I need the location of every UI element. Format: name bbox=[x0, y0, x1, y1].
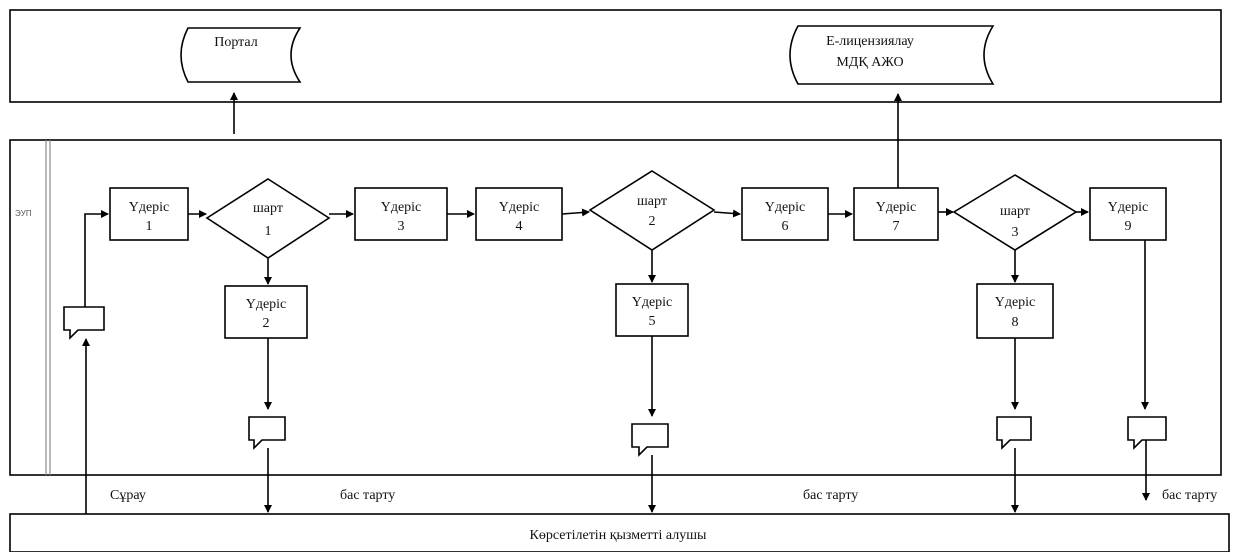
refusal-label-1: бас тарту bbox=[340, 488, 395, 503]
result-document-shape-2 bbox=[631, 423, 669, 457]
svg-text:5: 5 bbox=[649, 314, 656, 329]
svg-text:Үдеріс: Үдеріс bbox=[499, 200, 540, 215]
state-body-lane bbox=[9, 139, 1222, 476]
process-6: Үдеріс 6 bbox=[741, 187, 829, 241]
elicense-system bbox=[789, 25, 995, 85]
refusal-label-3: бас тарту bbox=[1162, 488, 1217, 503]
recipient-lane-label: Көрсетілетін қызметті алушы bbox=[530, 528, 707, 543]
process-2: Үдеріс 2 bbox=[224, 285, 308, 339]
svg-text:Үдеріс: Үдеріс bbox=[246, 297, 287, 312]
request-label: Сұрау bbox=[110, 488, 146, 503]
svg-text:1: 1 bbox=[146, 219, 153, 234]
result-document-shape-1 bbox=[248, 416, 286, 450]
svg-text:7: 7 bbox=[893, 219, 900, 234]
svg-text:3: 3 bbox=[398, 219, 405, 234]
svg-text:3: 3 bbox=[1012, 225, 1019, 240]
svg-text:Үдеріс: Үдеріс bbox=[129, 200, 170, 215]
svg-text:Үдеріс: Үдеріс bbox=[1108, 200, 1149, 215]
svg-text:9: 9 bbox=[1125, 219, 1132, 234]
svg-text:1: 1 bbox=[265, 224, 272, 239]
elicense-label-line1: Е-лицензиялау bbox=[826, 34, 914, 49]
arrow-p4-c2 bbox=[561, 208, 590, 217]
state-body-lane-label: ЭУП bbox=[15, 209, 32, 218]
svg-text:2: 2 bbox=[649, 214, 656, 229]
portal-system bbox=[180, 27, 302, 83]
process-7: Үдеріс 7 bbox=[853, 187, 939, 241]
svg-text:шарт: шарт bbox=[1000, 204, 1030, 219]
request-document-shape bbox=[63, 306, 105, 340]
svg-text:Үдеріс: Үдеріс bbox=[876, 200, 917, 215]
arrow-start-to-process-1 bbox=[84, 210, 109, 320]
arrow-c2-p6 bbox=[713, 209, 741, 218]
svg-text:шарт: шарт bbox=[253, 201, 283, 216]
svg-text:8: 8 bbox=[1012, 315, 1019, 330]
result-document-shape-3 bbox=[996, 416, 1032, 450]
process-8: Үдеріс 8 bbox=[976, 283, 1054, 339]
svg-text:6: 6 bbox=[782, 219, 789, 234]
process-4: Үдеріс 4 bbox=[475, 187, 563, 241]
result-document-shape-4 bbox=[1127, 416, 1167, 450]
svg-text:Үдеріс: Үдеріс bbox=[632, 295, 673, 310]
svg-text:4: 4 bbox=[516, 219, 523, 234]
process-1: Үдеріс 1 bbox=[109, 187, 189, 241]
condition-2: шарт 2 bbox=[588, 170, 716, 251]
process-9: Үдеріс 9 bbox=[1089, 187, 1167, 241]
process-5: Үдеріс 5 bbox=[615, 283, 689, 337]
condition-3: шарт 3 bbox=[952, 174, 1078, 251]
process-3: Үдеріс 3 bbox=[354, 187, 448, 241]
condition-1: шарт 1 bbox=[205, 178, 331, 259]
svg-text:шарт: шарт bbox=[637, 194, 667, 209]
refusal-label-2: бас тарту bbox=[803, 488, 858, 503]
elicense-label-line2: МДҚ АЖО bbox=[836, 55, 903, 70]
svg-text:2: 2 bbox=[263, 316, 270, 331]
portal-label: Портал bbox=[214, 35, 258, 50]
svg-text:Үдеріс: Үдеріс bbox=[995, 295, 1036, 310]
recipient-lane bbox=[9, 513, 1230, 552]
information-systems-frame bbox=[9, 9, 1222, 103]
svg-text:Үдеріс: Үдеріс bbox=[765, 200, 806, 215]
svg-text:Үдеріс: Үдеріс bbox=[381, 200, 422, 215]
